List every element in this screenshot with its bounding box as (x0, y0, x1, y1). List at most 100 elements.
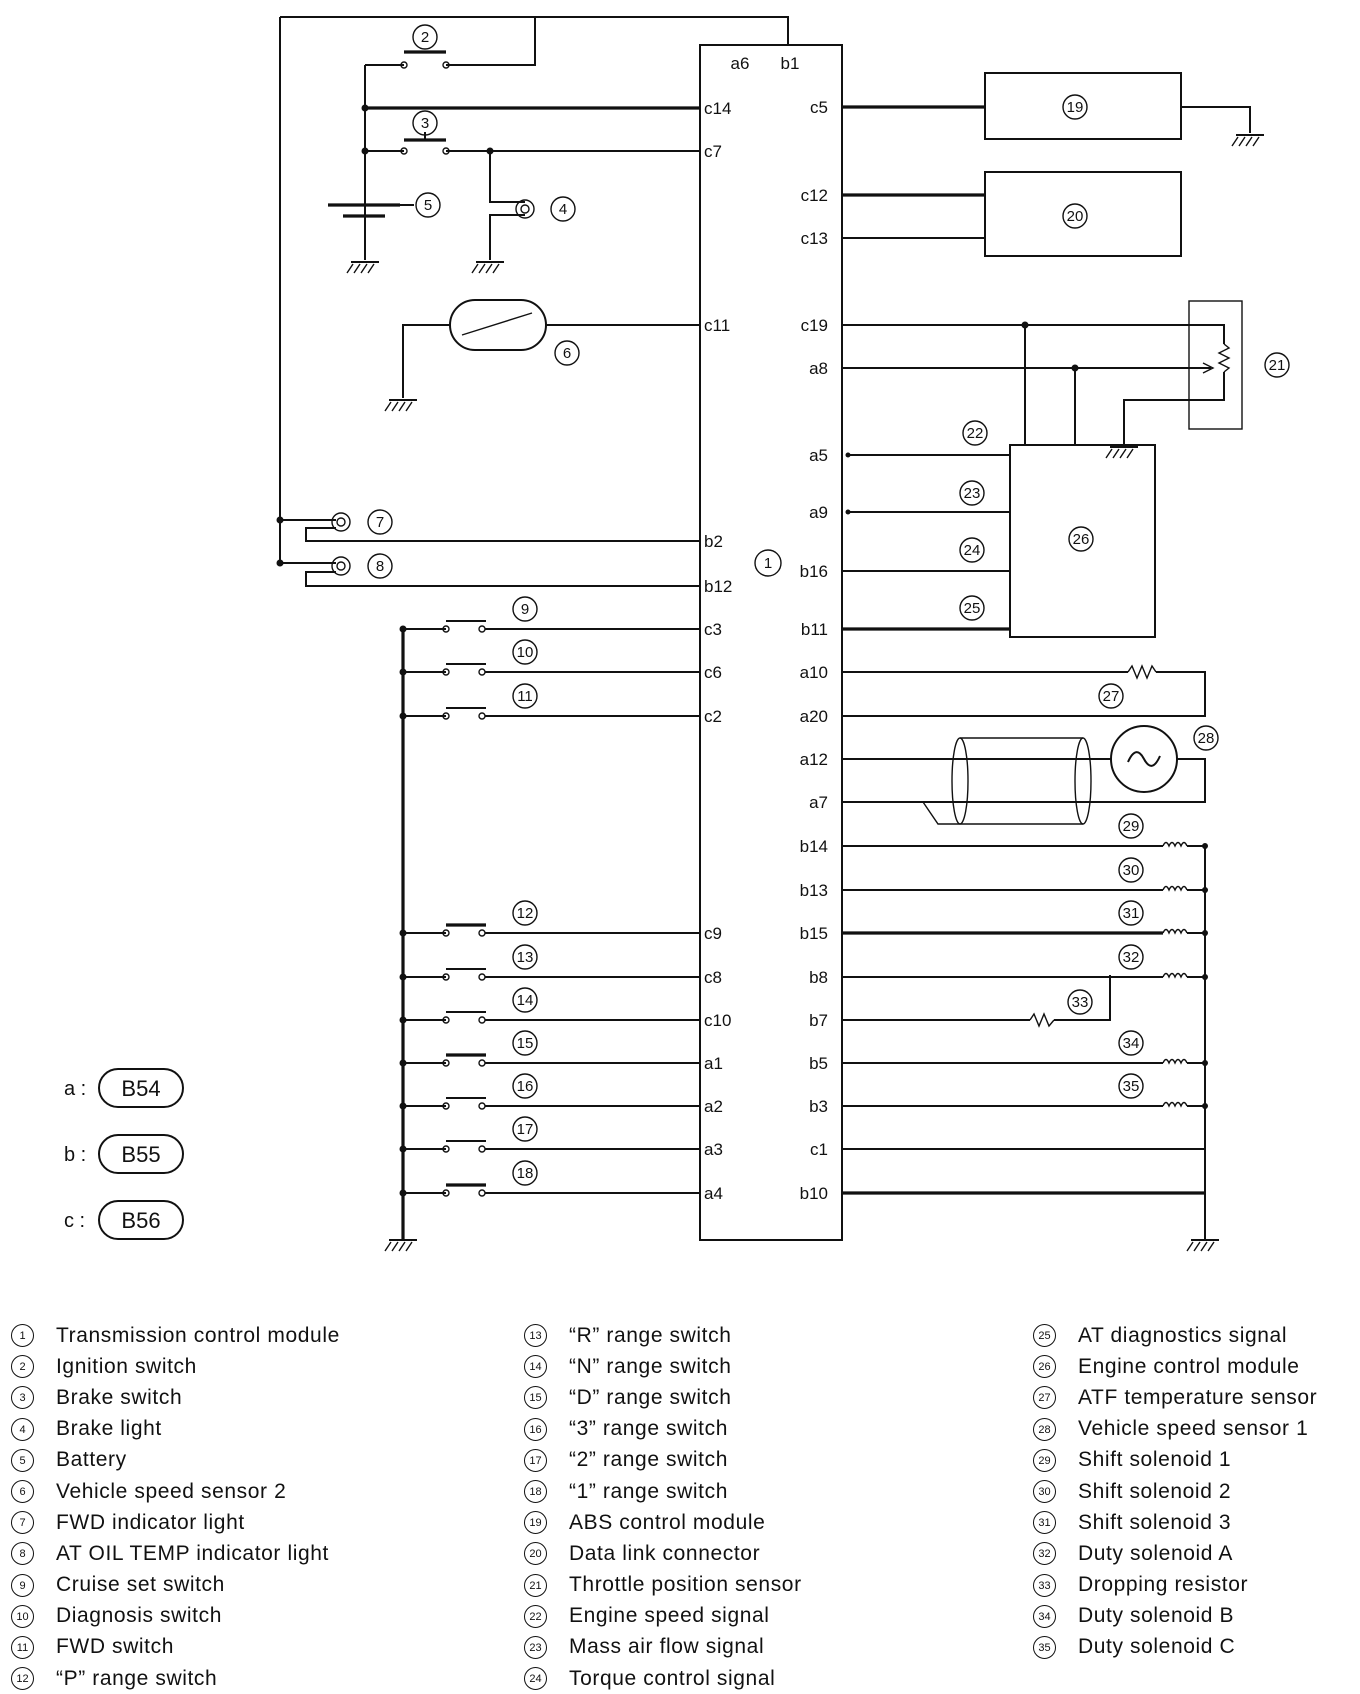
legend-number: 29 (1033, 1448, 1056, 1472)
pin-label: b7 (809, 1011, 828, 1030)
legend-text: Data link connector (569, 1541, 761, 1565)
svg-text:15: 15 (517, 1035, 534, 1052)
connector-label: B55 (121, 1142, 160, 1167)
legend-number: 3 (11, 1386, 34, 1410)
svg-text:19: 19 (1067, 99, 1084, 116)
ignition-switch-marker: 2 (412, 24, 438, 50)
legend-number: 6 (11, 1480, 34, 1504)
legend-item: 16 “3” range switch (524, 1414, 802, 1445)
legend-text: Ignition switch (56, 1354, 197, 1378)
legend-text: Brake light (56, 1417, 162, 1441)
legend-text: “2” range switch (569, 1448, 728, 1472)
legend-number: 5 (11, 1448, 34, 1472)
legend-text: Duty solenoid B (1078, 1604, 1235, 1628)
legend-item: 20 Data link connector (524, 1538, 802, 1569)
range-switch: 11 (399, 683, 700, 720)
range-switch: 13 (399, 944, 700, 981)
svg-text:26: 26 (1073, 531, 1090, 548)
svg-text:33: 33 (1072, 994, 1089, 1011)
ground-symbol (1105, 446, 1138, 459)
svg-text:10: 10 (517, 644, 534, 661)
legend-number: 22 (524, 1604, 547, 1628)
svg-text:1: 1 (764, 555, 772, 572)
svg-text:30: 30 (1123, 862, 1140, 879)
svg-text:18: 18 (517, 1165, 534, 1182)
svg-text:31: 31 (1123, 905, 1140, 922)
range-switch: 10 (399, 639, 700, 676)
legend-number: 20 (524, 1542, 547, 1566)
solenoid-coil: 31 (842, 900, 1208, 936)
legend-text: Shift solenoid 1 (1078, 1448, 1232, 1472)
atf-temperature-sensor: 27 (842, 664, 1206, 717)
tcm-number-marker: 1 (754, 549, 782, 577)
ground-symbol (471, 261, 504, 274)
legend-text: Diagnosis switch (56, 1604, 222, 1628)
pin-label: b2 (704, 532, 723, 551)
legend-text: “3” range switch (569, 1417, 728, 1441)
data-link-connector: 20 (842, 171, 1182, 257)
pin-label: c7 (704, 142, 722, 161)
svg-text:35: 35 (1123, 1078, 1140, 1095)
legend-text: Engine control module (1078, 1354, 1300, 1378)
pin-label: c9 (704, 924, 722, 943)
legend-number: 10 (11, 1604, 34, 1628)
connector-badge (98, 1068, 184, 1108)
solenoid-coil: 30 (842, 857, 1208, 893)
legend-number: 17 (524, 1448, 547, 1472)
svg-text:22: 22 (967, 425, 984, 442)
legend-number: 26 (1033, 1355, 1056, 1379)
legend-text: FWD indicator light (56, 1510, 245, 1534)
legend-item: 17 “2” range switch (524, 1445, 802, 1476)
legend-text: “D” range switch (569, 1385, 732, 1409)
ground-symbol (346, 261, 379, 274)
legend-number: 14 (524, 1355, 547, 1379)
range-switch: 12 (399, 900, 700, 937)
legend-item: 26 Engine control module (1033, 1351, 1317, 1382)
legend-number: 21 (524, 1573, 547, 1597)
legend-number: 18 (524, 1480, 547, 1504)
pin-label: a12 (800, 750, 828, 769)
pin-label: b15 (800, 924, 828, 943)
legend-text: AT diagnostics signal (1078, 1323, 1288, 1347)
legend-item: 15“D” range switch (524, 1382, 802, 1413)
svg-text:9: 9 (521, 601, 529, 618)
pin-label: a20 (800, 707, 828, 726)
legend-text: ATF temperature sensor (1078, 1385, 1318, 1409)
connector-badge (98, 1134, 184, 1174)
pin-label: a7 (809, 793, 828, 812)
svg-text:23: 23 (964, 485, 981, 502)
legend-number: 16 (524, 1417, 547, 1441)
pin-label: b10 (800, 1184, 828, 1203)
pin-label: b11 (801, 620, 828, 639)
legend-number: 31 (1033, 1511, 1056, 1535)
pin-label: b1 (781, 54, 800, 73)
legend-number: 28 (1033, 1417, 1056, 1441)
battery-symbol: 5 (328, 192, 441, 260)
svg-text:7: 7 (376, 514, 384, 531)
legend-item: 29 Shift solenoid 1 (1033, 1445, 1317, 1476)
legend-number: 4 (11, 1417, 34, 1441)
legend-number: 11 (11, 1635, 34, 1659)
solenoid-coil: 29 (842, 813, 1208, 849)
legend-text: Engine speed signal (569, 1604, 770, 1628)
legend-text: ABS control module (569, 1510, 766, 1534)
legend-text: Duty solenoid C (1078, 1635, 1236, 1659)
connector-label: B54 (121, 1076, 160, 1101)
legend-item: 4 Brake light (11, 1414, 340, 1445)
brake-switch-marker: 3 (412, 110, 438, 136)
legend-text: Brake switch (56, 1385, 183, 1409)
pin-label: c5 (810, 98, 828, 117)
range-switch: 9 (399, 596, 700, 633)
vehicle-speed-sensor-1: 28 (842, 725, 1219, 825)
abs-control-module: 19 (842, 72, 1251, 140)
vehicle-speed-sensor-2: 6 (402, 299, 700, 398)
svg-text:24: 24 (964, 542, 981, 559)
